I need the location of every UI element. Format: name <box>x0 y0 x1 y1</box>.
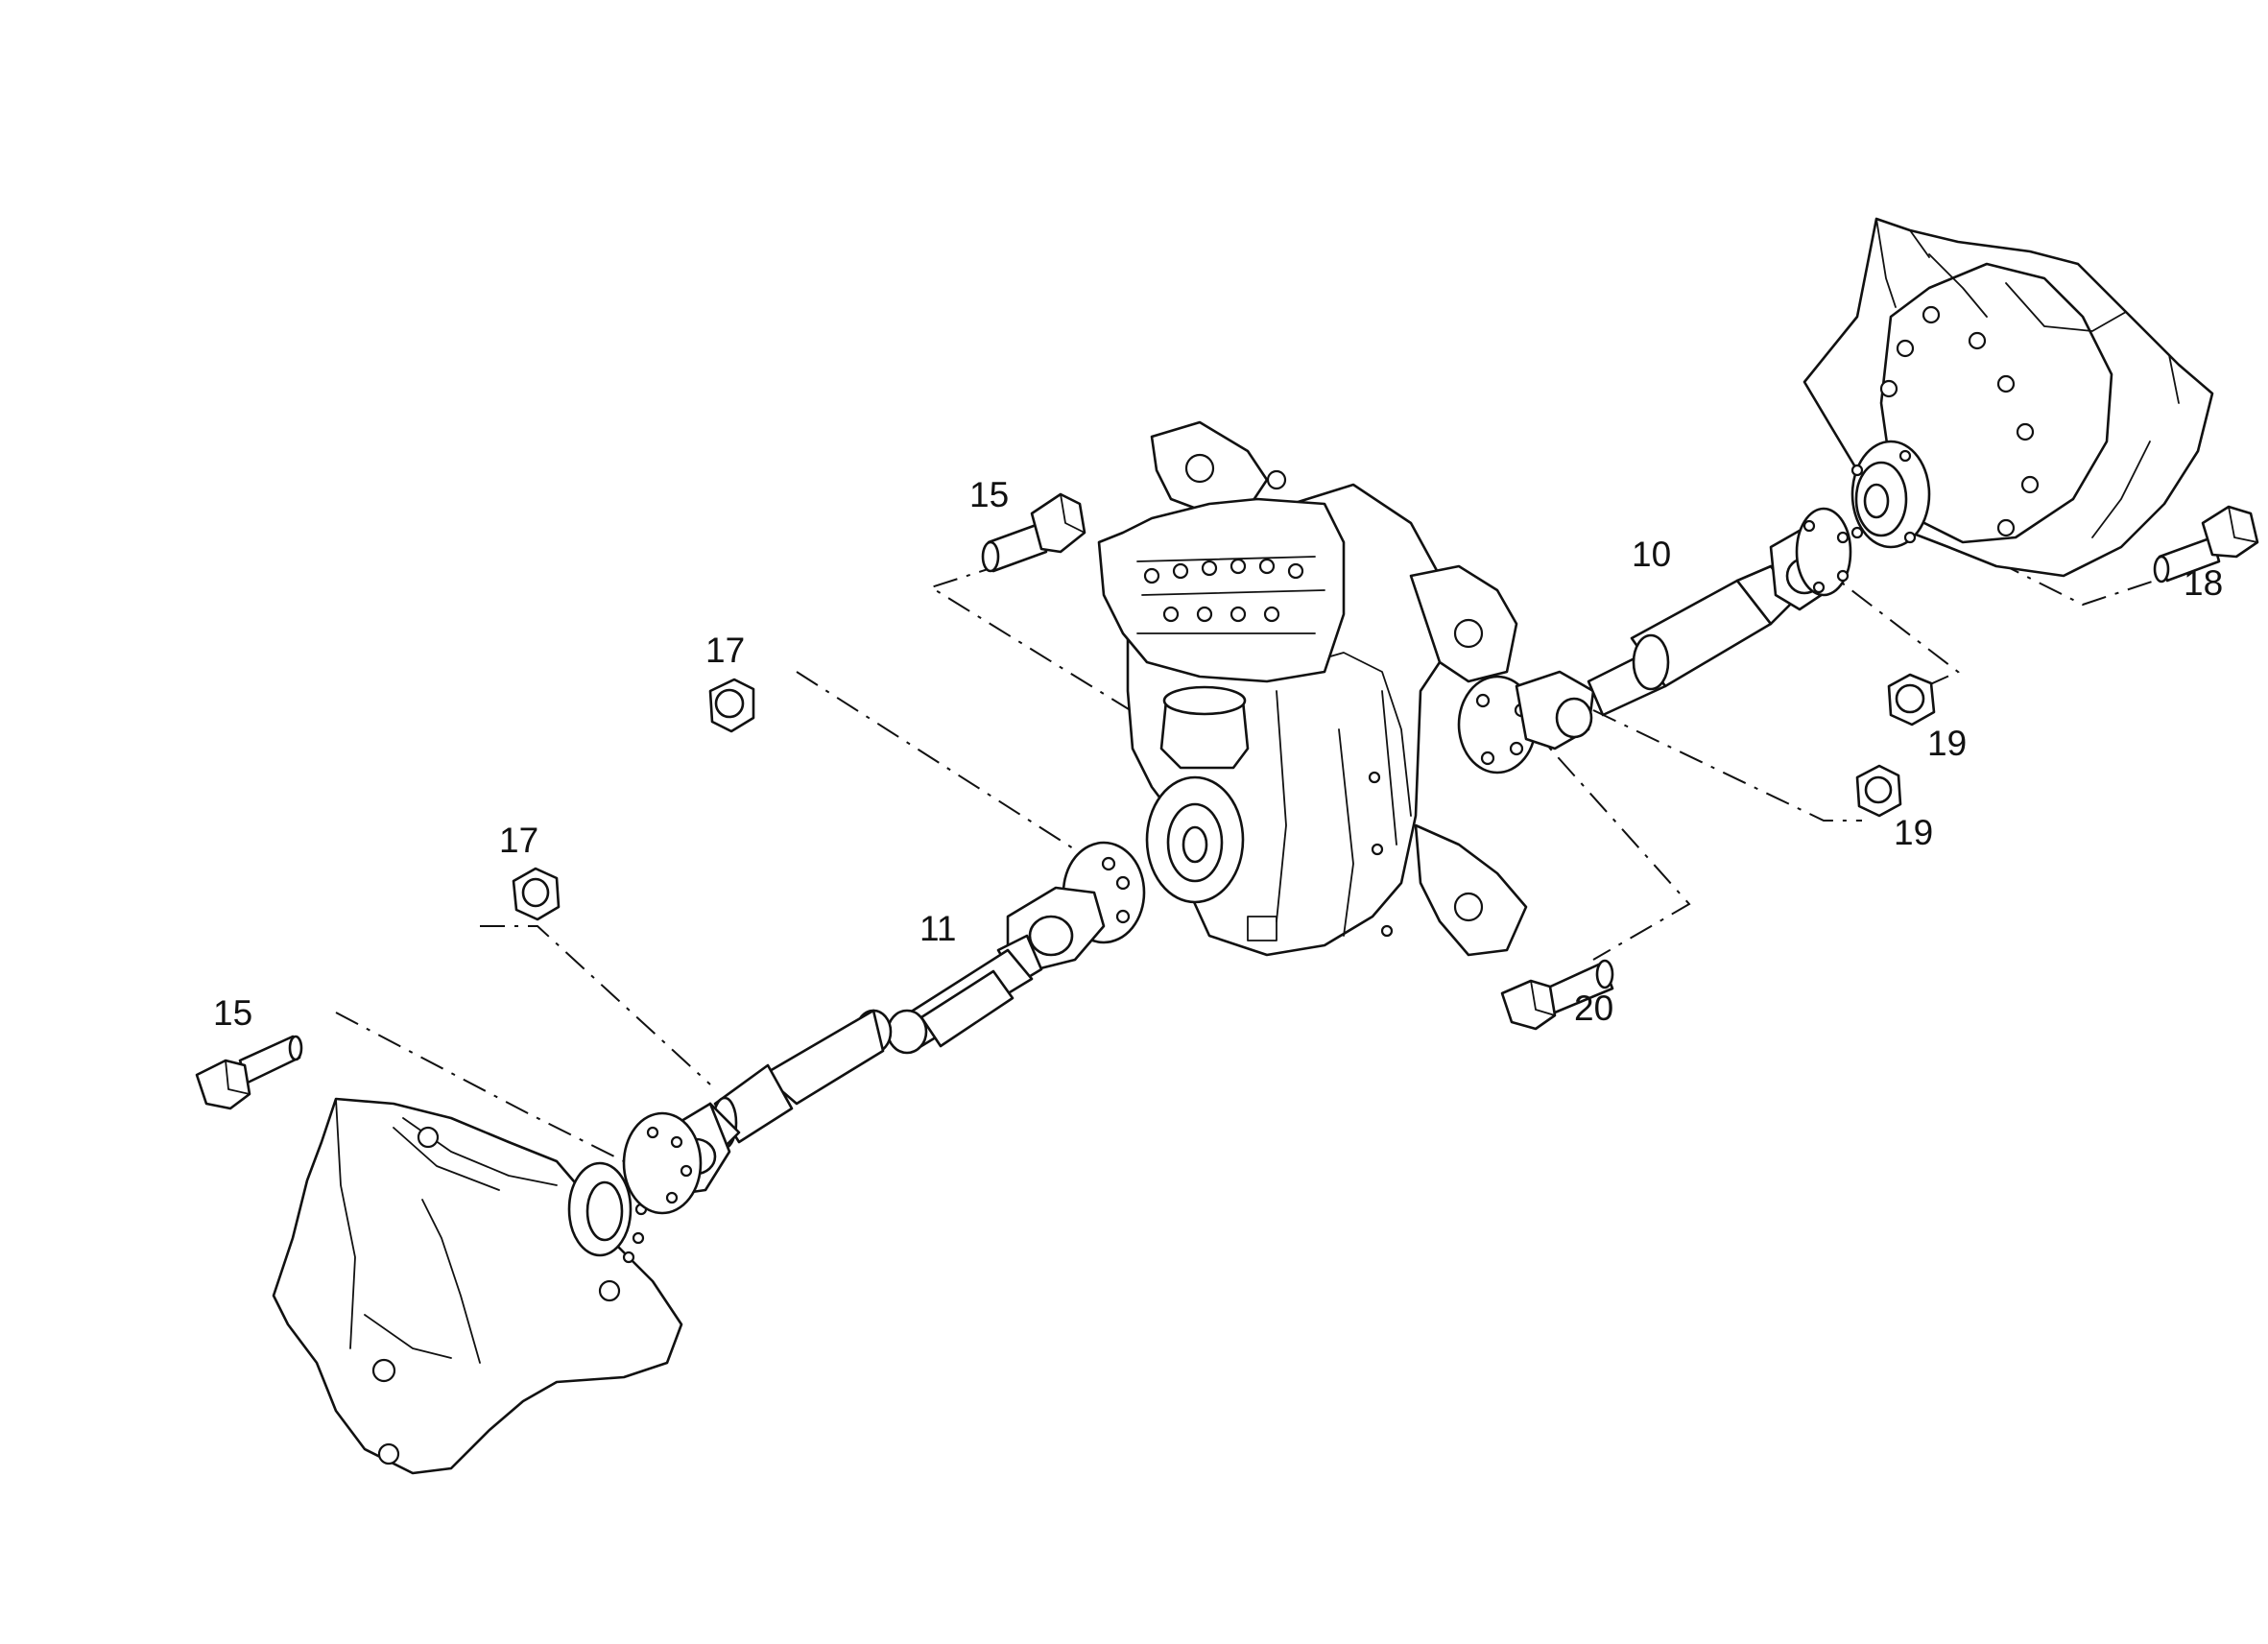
callout-15-left: 15 <box>213 993 252 1033</box>
propeller-shaft-front <box>622 841 1146 1215</box>
nut-17-left <box>512 867 561 921</box>
callout-labels: 15 17 17 11 15 10 18 19 19 20 <box>213 475 2223 1033</box>
nut-19-b <box>1855 764 1902 818</box>
transfer-gearbox <box>1097 420 1528 957</box>
nut-17-top <box>708 678 755 733</box>
callout-15-top: 15 <box>969 475 1009 514</box>
bolt-18 <box>2153 505 2259 584</box>
callout-19-b: 19 <box>1894 813 1933 852</box>
callout-19-a: 19 <box>1927 724 1967 763</box>
callout-10: 10 <box>1632 535 1671 574</box>
callout-17-left: 17 <box>499 821 538 860</box>
callout-11: 11 <box>919 909 956 948</box>
bolt-15-top <box>981 492 1086 573</box>
assembly-leader-lines <box>335 560 2170 1167</box>
rear-axle-housing <box>1802 217 2214 578</box>
callout-20: 20 <box>1574 989 1613 1028</box>
bolt-15-left <box>195 1035 303 1110</box>
propeller-shaft-rear <box>1457 507 1852 774</box>
nut-19-a <box>1887 673 1936 727</box>
callout-18: 18 <box>2184 563 2223 603</box>
callout-17-top: 17 <box>705 631 745 670</box>
bolt-20 <box>1500 959 1614 1031</box>
front-axle-housing <box>272 1097 683 1475</box>
